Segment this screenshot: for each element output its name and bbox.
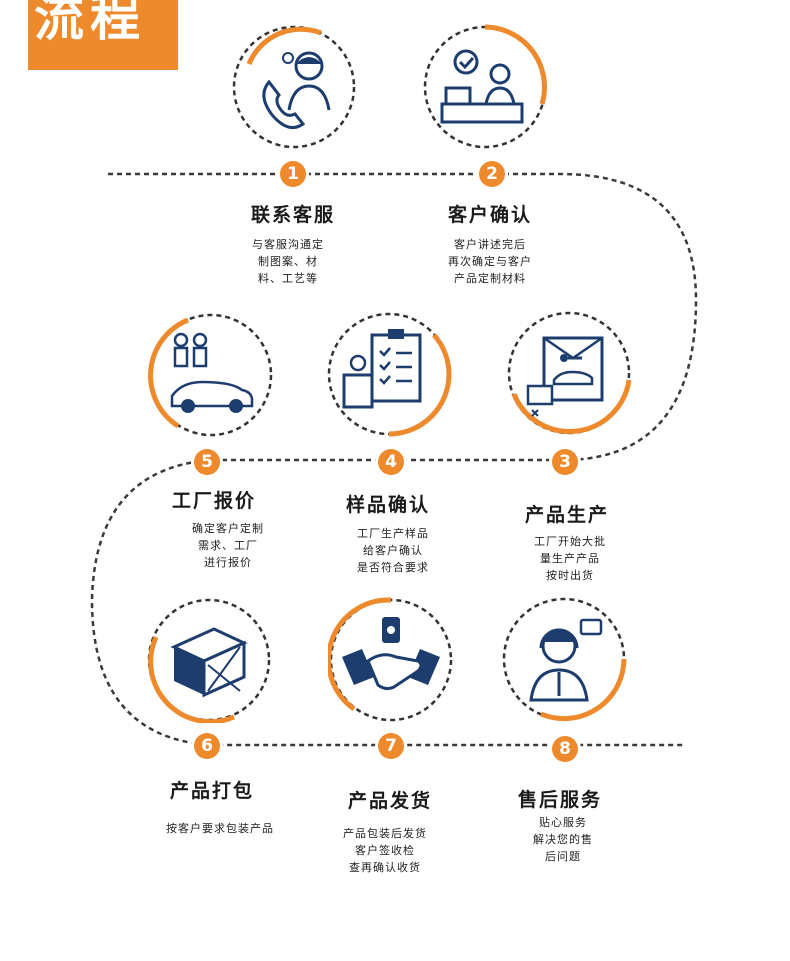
car-showroom-icon bbox=[148, 313, 273, 437]
step-description-line: 进行报价 bbox=[204, 556, 252, 569]
step-description-line: 后问题 bbox=[545, 850, 581, 863]
step-description-line: 给客户确认 bbox=[363, 544, 423, 557]
step-5-icon-circle bbox=[148, 312, 274, 438]
step-description-line: 制图案、材 bbox=[258, 255, 318, 268]
step-description-line: 贴心服务 bbox=[539, 816, 587, 829]
step-description: 确定客户定制 需求、工厂 进行报价 bbox=[128, 520, 328, 571]
step-description-line: 产品定制材料 bbox=[454, 272, 526, 285]
step-description-line: 按客户要求包装产品 bbox=[166, 822, 274, 835]
step-title: 客户确认 bbox=[447, 204, 532, 226]
step-description-line: 工厂生产样品 bbox=[357, 527, 429, 540]
step-number-badge: 2 bbox=[479, 161, 505, 187]
step-title: 联系客服 bbox=[250, 204, 335, 226]
step-number-badge: 1 bbox=[280, 161, 306, 187]
step-7-icon-circle bbox=[328, 597, 454, 723]
step-description-line: 客户签收检 bbox=[355, 844, 415, 857]
step-description-line: 量生产产品 bbox=[540, 552, 600, 565]
step-description: 与客服沟通定 制图案、材 料、工艺等 bbox=[188, 236, 388, 287]
step-number-badge: 3 bbox=[552, 449, 578, 475]
step-description-line: 按时出货 bbox=[546, 569, 594, 582]
header-banner: 流程 bbox=[28, 0, 178, 70]
step-description-line: 工厂开始大批 bbox=[534, 535, 606, 548]
step-description-line: 需求、工厂 bbox=[198, 539, 258, 552]
step-description-line: 查再确认收货 bbox=[349, 861, 421, 874]
step-3-icon-circle bbox=[506, 310, 632, 436]
step-title: 样品确认 bbox=[345, 494, 430, 516]
car-production-icon bbox=[507, 311, 632, 435]
step-title: 产品打包 bbox=[169, 780, 254, 802]
step-description-line: 再次确定与客户 bbox=[448, 255, 532, 268]
step-4-icon-circle bbox=[326, 311, 452, 437]
step-description-line: 与客服沟通定 bbox=[252, 238, 324, 251]
step-description: 产品包装后发货 客户签收检 查再确认收货 bbox=[285, 825, 485, 876]
package-box-icon bbox=[147, 598, 271, 723]
step-description-line: 客户讲述完后 bbox=[454, 238, 526, 251]
step-8-icon-circle bbox=[501, 596, 627, 722]
step-description: 贴心服务 解决您的售 后问题 bbox=[463, 814, 663, 865]
step-6-icon-circle bbox=[146, 597, 272, 723]
step-description-line: 确定客户定制 bbox=[192, 522, 264, 535]
checklist-clipboard-icon bbox=[327, 312, 452, 437]
step-1-icon-circle bbox=[231, 24, 357, 150]
reception-desk-icon bbox=[423, 24, 547, 149]
handshake-icon bbox=[328, 597, 453, 722]
step-number-badge: 5 bbox=[194, 449, 220, 475]
step-2-icon-circle bbox=[422, 24, 548, 150]
step-description: 客户讲述完后 再次确定与客户 产品定制材料 bbox=[390, 236, 590, 287]
step-description-line: 产品包装后发货 bbox=[343, 827, 427, 840]
step-description: 按客户要求包装产品 bbox=[120, 820, 320, 837]
step-title: 售后服务 bbox=[517, 789, 602, 811]
step-number-badge: 6 bbox=[194, 733, 220, 759]
headset-support-icon bbox=[502, 597, 627, 722]
step-number-badge: 8 bbox=[552, 736, 578, 762]
step-description-line: 是否符合要求 bbox=[357, 561, 429, 574]
step-title: 产品生产 bbox=[524, 504, 609, 526]
step-title: 工厂报价 bbox=[171, 490, 256, 512]
step-description: 工厂生产样品 给客户确认 是否符合要求 bbox=[293, 525, 493, 576]
step-number-badge: 4 bbox=[378, 449, 404, 475]
step-description-line: 料、工艺等 bbox=[258, 272, 318, 285]
step-description-line: 解决您的售 bbox=[533, 833, 593, 846]
step-title: 产品发货 bbox=[347, 790, 432, 812]
page-title: 流程 bbox=[34, 0, 146, 47]
step-number-badge: 7 bbox=[378, 733, 404, 759]
step-description: 工厂开始大批 量生产产品 按时出货 bbox=[470, 533, 670, 584]
customer-service-phone-icon bbox=[232, 25, 356, 149]
